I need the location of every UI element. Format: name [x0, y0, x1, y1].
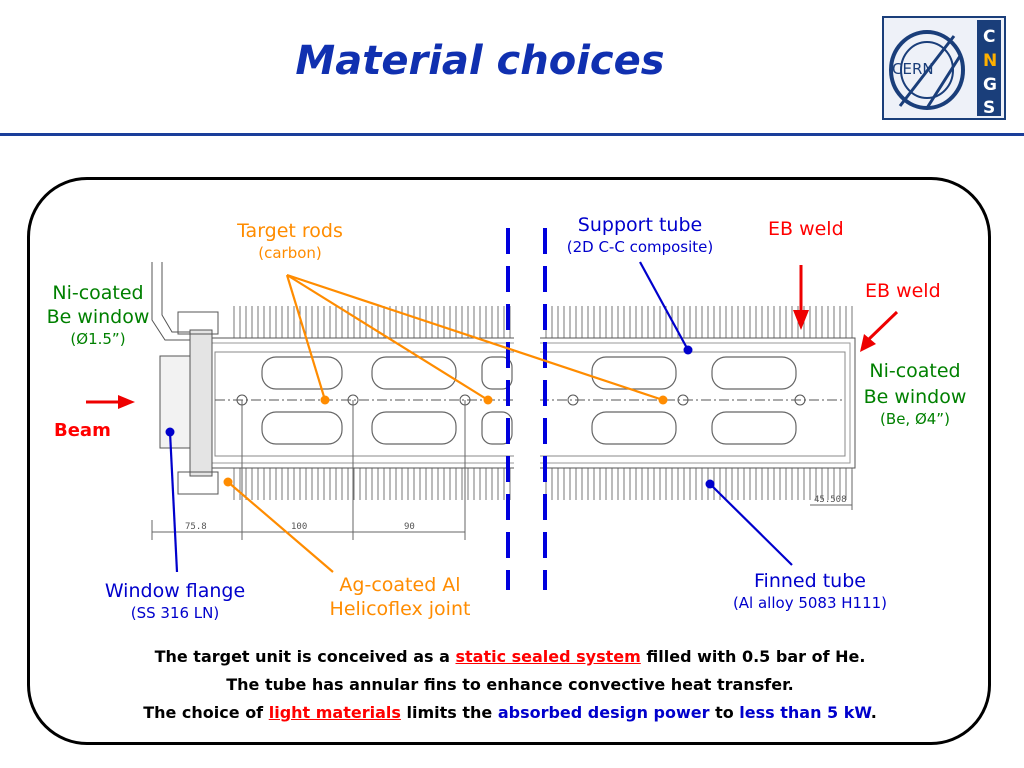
marker-finned-tube — [705, 479, 715, 489]
arrowhead-eb-weld-top — [793, 310, 809, 330]
label-beam: Beam — [54, 420, 111, 441]
leader-target-rod-2 — [286, 274, 489, 401]
note3-text-f: . — [870, 703, 877, 722]
target-rods-material: (carbon) — [258, 243, 322, 262]
window-flange-material: (SS 316 LN) — [130, 603, 220, 622]
svg-text:CERN: CERN — [892, 60, 934, 78]
window-flange-title: Window flange — [104, 580, 246, 602]
dimension-90: 90 — [404, 522, 415, 532]
label-target-rods: Target rods (carbon) — [210, 220, 370, 263]
arrowhead-eb-weld-right — [860, 334, 876, 352]
marker-target-rod-3 — [658, 395, 668, 405]
dimension-100: 100 — [291, 522, 307, 532]
ni-left-line-2: Be window — [46, 305, 150, 328]
note3-absorbed-design-power: absorbed design power — [497, 703, 710, 722]
leader-support-tube — [639, 261, 689, 351]
marker-helicoflex — [223, 477, 233, 487]
ni-left-line-1: Ni-coated — [52, 282, 144, 304]
leader-window-flange — [168, 431, 179, 573]
support-tube-material: (2D C-C composite) — [566, 237, 714, 256]
title-divider — [0, 133, 1024, 136]
page-title: Material choices — [295, 38, 665, 84]
helicoflex-line-2: Helicoflex joint — [329, 597, 471, 620]
note1-text-a: The target unit is conceived as a — [154, 647, 456, 666]
label-eb-weld-right: EB weld — [865, 280, 941, 302]
leader-helicoflex — [227, 481, 334, 573]
support-tube-title: Support tube — [577, 214, 703, 236]
note3-light-materials: light materials — [268, 703, 401, 722]
label-ni-coated-window-left: Ni-coated Be window (Ø1.5”) — [36, 282, 160, 348]
finned-tube-material: (Al alloy 5083 H111) — [732, 593, 888, 612]
fins-bottom — [233, 468, 853, 500]
svg-text:S: S — [983, 98, 995, 118]
label-helicoflex-joint: Ag-coated Al Helicoflex joint — [300, 574, 500, 622]
leader-target-rod-3 — [286, 273, 664, 402]
note-line-1: The target unit is conceived as a static… — [30, 647, 990, 666]
note1-static-sealed-system: static sealed system — [455, 647, 641, 666]
ni-right-line-3: (Be, Ø4”) — [880, 409, 950, 428]
drawing-break — [514, 225, 540, 585]
note3-text-b: limits the — [400, 703, 498, 722]
marker-target-rod-1 — [320, 395, 330, 405]
leader-finned-tube — [709, 483, 793, 566]
dimension-75-8: 75.8 — [185, 522, 207, 532]
helicoflex-line-1: Ag-coated Al — [339, 574, 461, 596]
svg-text:G: G — [983, 75, 997, 95]
dimension-lines — [151, 400, 853, 540]
arrow-eb-weld-right — [866, 310, 899, 342]
leader-target-rod-1 — [285, 274, 327, 401]
note3-text-d: to — [709, 703, 740, 722]
marker-support-tube — [683, 345, 693, 355]
svg-text:N: N — [983, 51, 997, 71]
ni-right-line-2: Be window — [863, 385, 967, 408]
svg-text:C: C — [983, 27, 995, 47]
note-line-2: The tube has annular fins to enhance con… — [226, 675, 794, 694]
ni-right-line-1: Ni-coated — [869, 360, 961, 382]
marker-target-rod-2 — [483, 395, 493, 405]
label-window-flange: Window flange (SS 316 LN) — [88, 580, 262, 623]
cern-cngs-logo: CERN C N G S — [882, 16, 1006, 120]
label-ni-coated-window-right: Ni-coated Be window (Be, Ø4”) — [855, 360, 975, 428]
arrowhead-beam — [118, 395, 135, 409]
note3-less-than-5kw: less than 5 kW — [739, 703, 871, 722]
marker-window-flange — [165, 427, 175, 437]
label-finned-tube: Finned tube (Al alloy 5083 H111) — [700, 570, 920, 613]
window-flange-drawing — [151, 262, 219, 495]
support-tube-openings — [261, 356, 797, 445]
label-support-tube: Support tube (2D C-C composite) — [540, 214, 740, 257]
label-eb-weld-top: EB weld — [768, 218, 844, 240]
fins-top — [233, 306, 853, 338]
note-line-3: The choice of light materials limits the… — [30, 703, 990, 722]
ni-left-line-3: (Ø1.5”) — [70, 329, 126, 348]
target-rods-title: Target rods — [237, 220, 343, 242]
diagram-frame — [27, 177, 991, 745]
finned-tube-title: Finned tube — [754, 570, 866, 592]
note3-text-a: The choice of — [143, 703, 269, 722]
note1-text-b: filled with 0.5 bar of He. — [640, 647, 866, 666]
dimension-45-508: 45.508 — [814, 495, 847, 505]
